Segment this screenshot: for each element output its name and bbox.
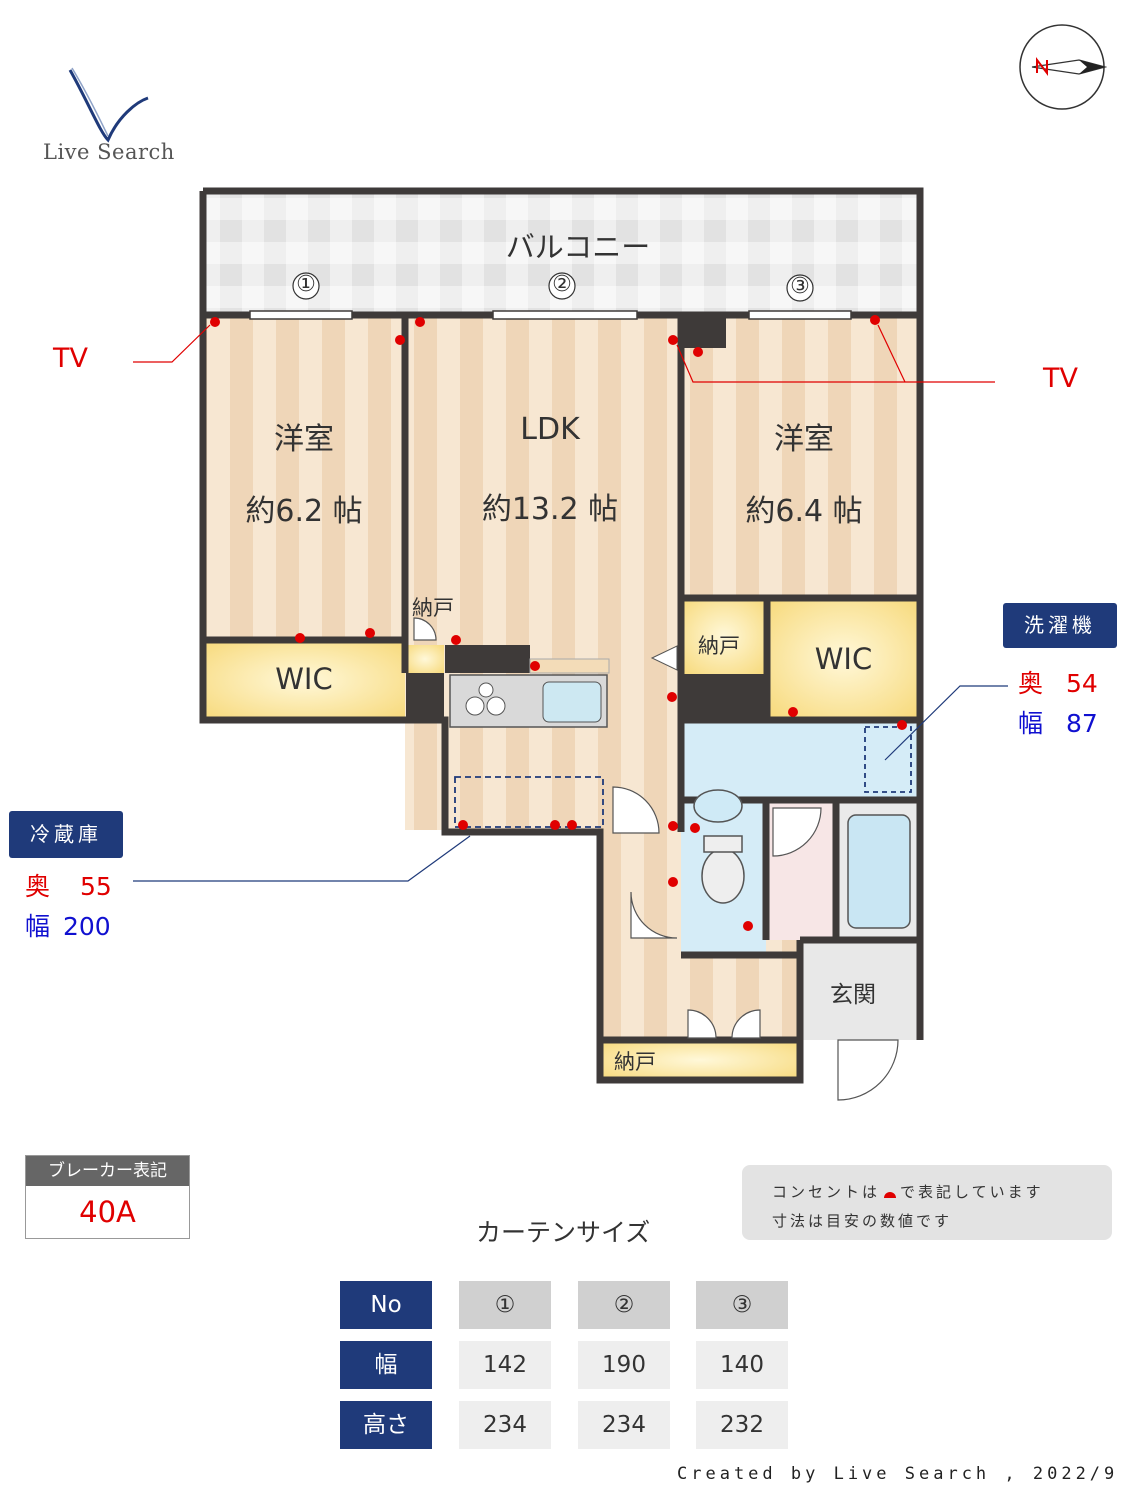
curtain-header-col-1: ① xyxy=(459,1281,551,1329)
storage-upper-floor xyxy=(406,645,444,673)
balcony-label: バルコニー xyxy=(505,230,651,264)
washer-width-row: 幅 87 xyxy=(1018,704,1098,740)
wic-right-floor xyxy=(767,598,920,718)
fridge-depth-value: 55 xyxy=(80,872,112,901)
floor-plan xyxy=(133,187,1008,1101)
tv-label-left: TV xyxy=(53,343,88,374)
washer-depth-label: 奥 xyxy=(1018,669,1044,698)
breaker-value: 40A xyxy=(79,1195,136,1229)
note-line-2: 寸法は目安の数値です xyxy=(772,1212,953,1230)
fridge-width-row: 幅 200 xyxy=(25,907,111,943)
washer-width-value: 87 xyxy=(1066,709,1098,738)
washer-depth-value: 54 xyxy=(1066,669,1098,698)
curtain-width-2: 190 xyxy=(578,1341,670,1389)
curtain-height-3: 232 xyxy=(696,1401,788,1449)
windows xyxy=(249,310,852,320)
curtain-header-col-3: ③ xyxy=(696,1281,788,1329)
washroom-floor xyxy=(681,720,920,800)
room-right-size: 約6.4 帖 xyxy=(745,494,863,529)
storage-mid-floor xyxy=(681,598,767,674)
outlets xyxy=(210,315,907,931)
washer-space xyxy=(864,726,912,793)
ldk-floor xyxy=(405,315,681,830)
room-left-name: 洋室 xyxy=(274,422,334,457)
entrance-label: 玄関 xyxy=(830,982,876,1008)
compass-icon xyxy=(1019,24,1107,110)
tv-label-right: TV xyxy=(1043,363,1078,394)
storage-upper-label: 納戸 xyxy=(412,596,454,620)
outlet-icon xyxy=(884,1191,897,1198)
fridge-width-value: 200 xyxy=(63,912,111,941)
curtain-height-1: 234 xyxy=(459,1401,551,1449)
breaker-label: ブレーカー表記 xyxy=(26,1156,189,1186)
curtain-row-height-label: 高さ xyxy=(340,1401,432,1449)
wic-left-floor xyxy=(203,640,405,720)
washbasin xyxy=(693,789,743,823)
toilet xyxy=(701,848,745,904)
footer-credit: Created by Live Search , 2022/9 xyxy=(677,1464,1119,1484)
entrance-floor xyxy=(800,940,920,1040)
wic-right-label: WIC xyxy=(814,642,873,676)
window-markers xyxy=(292,272,814,302)
washer-tag: 洗濯機 xyxy=(1003,603,1117,648)
fridge-width-label: 幅 xyxy=(25,912,51,941)
curtain-width-3: 140 xyxy=(696,1341,788,1389)
curtain-header-no: No xyxy=(340,1281,432,1329)
note-line-1: コンセントはで表記しています xyxy=(772,1183,1044,1201)
western-room-right-floor xyxy=(681,315,920,598)
ldk-size: 約13.2 帖 xyxy=(481,492,619,527)
fridge-tag: 冷蔵庫 xyxy=(9,811,123,858)
window-marker-1: ① xyxy=(296,272,316,297)
curtain-height-2: 234 xyxy=(578,1401,670,1449)
curtain-row-width-label: 幅 xyxy=(340,1341,432,1389)
curtain-header-col-2: ② xyxy=(578,1281,670,1329)
washer-width-label: 幅 xyxy=(1018,709,1044,738)
bathtub xyxy=(847,814,911,929)
storage-lower-label: 納戸 xyxy=(614,1050,656,1074)
breaker-box: ブレーカー表記 40A xyxy=(25,1155,190,1239)
washer-depth-row: 奥 54 xyxy=(1018,664,1098,700)
window-marker-3: ③ xyxy=(790,274,810,299)
fridge-depth-row: 奥 55 xyxy=(25,867,112,903)
storage-lower-floor xyxy=(600,1040,800,1080)
curtain-width-1: 142 xyxy=(459,1341,551,1389)
brand-logo-mark xyxy=(68,67,149,143)
doors xyxy=(413,617,899,1101)
storage-mid-label: 納戸 xyxy=(698,634,740,658)
curtain-title: カーテンサイズ xyxy=(476,1218,651,1247)
fridge-space xyxy=(454,776,604,828)
brand-logo-text: Live Search xyxy=(43,140,175,164)
ldk-name: LDK xyxy=(520,412,580,447)
outlet-note: コンセントはで表記しています 寸法は目安の数値です xyxy=(742,1165,1112,1240)
fridge-depth-label: 奥 xyxy=(25,872,51,901)
room-right-name: 洋室 xyxy=(774,422,834,457)
window-marker-2: ② xyxy=(552,272,572,297)
room-left-size: 約6.2 帖 xyxy=(245,494,363,529)
western-room-left-floor xyxy=(203,315,405,640)
wic-left-label: WIC xyxy=(275,662,333,696)
